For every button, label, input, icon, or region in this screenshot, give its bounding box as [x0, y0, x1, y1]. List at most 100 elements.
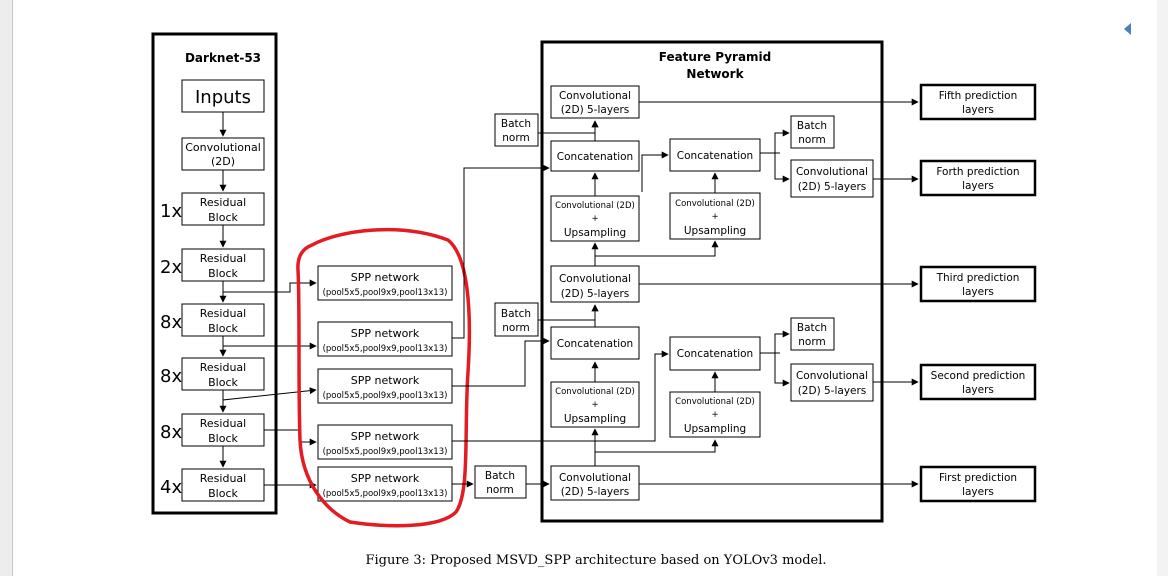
- prediction-line1: Second prediction: [931, 370, 1026, 382]
- darknet-frame: [151, 32, 278, 515]
- connector: [264, 429, 317, 446]
- darknet-title: Darknet-53: [185, 51, 261, 65]
- concat-label: Concatenation: [677, 150, 753, 162]
- conv5-line2: (2D) 5-layers: [561, 288, 630, 300]
- upsample-line3: Upsampling: [684, 423, 746, 435]
- fpn-frame: [540, 40, 884, 523]
- batchnorm-mid-left: Batch norm: [494, 302, 539, 337]
- fpn-title-line2: Network: [686, 67, 744, 81]
- fpn-conv5-forth: Convolutional (2D) 5-layers: [790, 159, 874, 198]
- batchnorm-bottom-left: Batch norm: [474, 465, 527, 499]
- spp-subtitle: (pool5x5,pool9x9,pool13x13): [323, 489, 448, 499]
- prediction-line2: layers: [962, 104, 994, 116]
- highlight-ellipse: [296, 227, 472, 528]
- concat-lower-left: Concatenation: [550, 326, 640, 360]
- residual-block-label: Residual: [200, 361, 246, 374]
- prediction-line2: layers: [962, 286, 994, 298]
- fpn-title-line1: Feature Pyramid: [659, 50, 772, 64]
- spp-title: SPP network: [351, 271, 420, 284]
- fpn-conv5-second: Convolutional (2D) 5-layers: [790, 363, 874, 402]
- concat-label: Concatenation: [557, 151, 633, 163]
- residual-block-label: Block: [208, 211, 238, 224]
- residual-block-label: Block: [208, 322, 238, 335]
- upsample-line1: Convolutional (2D): [555, 387, 635, 397]
- batchnorm-lower-right: Batch norm: [790, 317, 835, 351]
- upsample-line2: +: [591, 400, 598, 410]
- upsample-line1: Convolutional (2D): [555, 201, 635, 211]
- spp-subtitle: (pool5x5,pool9x9,pool13x13): [323, 391, 448, 401]
- batchnorm-top-left: Batch norm: [494, 113, 539, 147]
- backbone-conv-line2: (2D): [211, 155, 235, 168]
- spp-network-2: SPP network (pool5x5,pool9x9,pool13x13): [317, 321, 453, 357]
- fpn-connectors: [452, 98, 919, 488]
- upsample-lower-right: Convolutional (2D) + Upsampling: [669, 391, 761, 438]
- prediction-line1: Forth prediction: [936, 166, 1019, 178]
- batch-line1: Batch: [501, 118, 531, 130]
- concat-label: Concatenation: [677, 348, 753, 360]
- inputs-box: [181, 79, 265, 113]
- inputs-label: Inputs: [195, 87, 251, 108]
- upsample-line2: +: [711, 212, 718, 222]
- repeat-count: 2x: [160, 257, 182, 278]
- backbone-conv-line1: Convolutional: [185, 141, 261, 154]
- spp-subtitle: (pool5x5,pool9x9,pool13x13): [323, 344, 448, 354]
- upsample-line1: Convolutional (2D): [675, 199, 755, 209]
- concat-label: Concatenation: [557, 338, 633, 350]
- scrollbar[interactable]: [1157, 0, 1168, 576]
- prediction-line1: Fifth prediction: [939, 90, 1018, 102]
- conv5-line2: (2D) 5-layers: [561, 486, 630, 498]
- prediction-line1: Third prediction: [936, 272, 1020, 284]
- connector: [222, 279, 317, 297]
- spp-subtitle: (pool5x5,pool9x9,pool13x13): [323, 288, 448, 298]
- conv5-line2: (2D) 5-layers: [798, 385, 867, 397]
- batch-line2: norm: [486, 484, 513, 496]
- spp-network-1: SPP network (pool5x5,pool9x9,pool13x13): [317, 265, 453, 301]
- residual-block-label: Residual: [200, 196, 246, 209]
- residual-block-3: Residual Block 8x: [160, 303, 265, 337]
- upsample-upper-left: Convolutional (2D) + Upsampling: [550, 195, 640, 242]
- repeat-count: 8x: [160, 366, 182, 387]
- spp-title: SPP network: [351, 374, 420, 387]
- residual-block-label: Residual: [200, 472, 246, 485]
- batch-line1: Batch: [797, 120, 827, 132]
- batch-line1: Batch: [501, 308, 531, 320]
- spp-title: SPP network: [351, 472, 420, 485]
- prediction-box-forth: Forth prediction layers: [919, 159, 1037, 197]
- prediction-box-second: Second prediction layers: [919, 363, 1037, 401]
- upsample-line2: +: [591, 214, 598, 224]
- residual-block-label: Block: [208, 376, 238, 389]
- prediction-box-fifth: Fifth prediction layers: [919, 83, 1037, 121]
- residual-block-1: Residual Block 1x: [160, 192, 265, 226]
- repeat-count: 1x: [160, 201, 182, 222]
- conv5-line2: (2D) 5-layers: [798, 181, 867, 193]
- conv5-line1: Convolutional: [559, 472, 631, 484]
- residual-block-6: Residual Block 4x: [160, 468, 265, 502]
- conv5-line1: Convolutional: [559, 90, 631, 102]
- spp-network-5: SPP network (pool5x5,pool9x9,pool13x13): [317, 466, 453, 502]
- spp-title: SPP network: [351, 327, 420, 340]
- concat-lower-right: Concatenation: [669, 336, 761, 371]
- residual-block-label: Block: [208, 267, 238, 280]
- fpn-block: Feature Pyramid Network Convolutional (2…: [540, 40, 884, 523]
- batchnorm-upper-right: Batch norm: [790, 115, 835, 149]
- batch-line2: norm: [798, 134, 825, 146]
- triangle-left-icon[interactable]: [1124, 23, 1131, 35]
- residual-block-4: Residual Block 8x: [160, 357, 265, 391]
- spp-column: SPP network (pool5x5,pool9x9,pool13x13) …: [317, 265, 453, 502]
- repeat-count: 4x: [160, 477, 182, 498]
- upsample-upper-right: Convolutional (2D) + Upsampling: [669, 192, 761, 240]
- prediction-box-third: Third prediction layers: [919, 265, 1037, 303]
- spp-subtitle: (pool5x5,pool9x9,pool13x13): [323, 447, 448, 457]
- spp-network-3: SPP network (pool5x5,pool9x9,pool13x13): [317, 368, 453, 404]
- prediction-line2: layers: [962, 384, 994, 396]
- batch-line1: Batch: [797, 322, 827, 334]
- residual-block-5: Residual Block 8x: [160, 413, 265, 447]
- upsample-line1: Convolutional (2D): [675, 397, 755, 407]
- upsample-lower-left: Convolutional (2D) + Upsampling: [550, 381, 640, 428]
- darknet-backbone: Darknet-53 Inputs Convolutional (2D) Res…: [151, 32, 278, 515]
- batch-line2: norm: [798, 336, 825, 348]
- residual-block-label: Residual: [200, 307, 246, 320]
- concat-upper-right: Concatenation: [669, 138, 761, 172]
- batch-line2: norm: [502, 322, 529, 334]
